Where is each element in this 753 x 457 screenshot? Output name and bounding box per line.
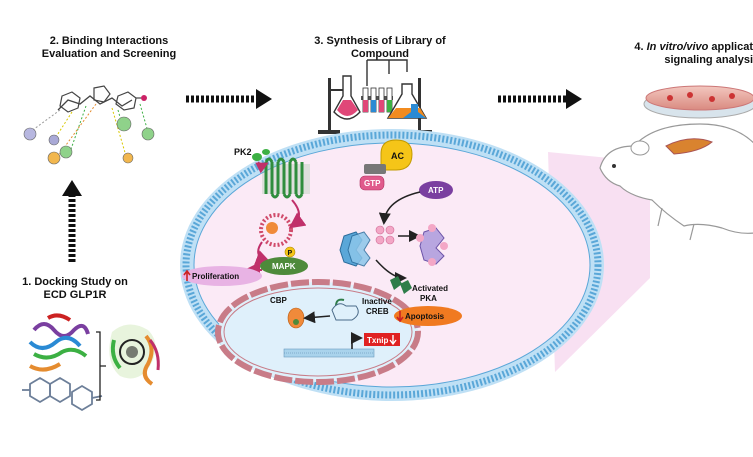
- mapk-oval: [260, 257, 308, 275]
- pka-release-arrow: [375, 259, 407, 284]
- step-4-italic: In vitro/vivo: [646, 41, 709, 53]
- increase-arrow-icon: [183, 269, 191, 281]
- proliferation-oval: [182, 266, 262, 286]
- phospho-creb-circle: [293, 319, 299, 325]
- step-3-title-line1: 3. Synthesis of Library of: [314, 35, 446, 47]
- txnip-down-arrow-icon: [389, 335, 397, 346]
- phosphate-label: P: [288, 250, 293, 257]
- flow-arrow-synthesis-to-invitro: [498, 89, 582, 109]
- flow-arrow-binding-to-synthesis: [186, 89, 272, 109]
- step-4-title-line1: 4. In vitro/vivo applicat: [605, 41, 753, 54]
- camp-cluster: [375, 225, 395, 245]
- txnip-box: [364, 333, 400, 346]
- gtp-protein: [359, 175, 385, 191]
- activated-pka-label-line2: PKA: [420, 294, 437, 303]
- dna-strand: [283, 348, 375, 358]
- atp-label: ATP: [428, 186, 444, 195]
- ligand-binding-arrow: [255, 161, 269, 174]
- step-1-title: 1. Docking Study on ECD GLP1R: [0, 276, 150, 302]
- transcription-start-arrow: [351, 332, 363, 349]
- gtp-label: GTP: [364, 179, 381, 188]
- lab-glassware-illustration: [318, 59, 432, 134]
- atp-to-camp-arrow: [378, 191, 421, 225]
- step-2-title-line2: Evaluation and Screening: [41, 48, 177, 61]
- docking-protein-ribbon-image: [28, 313, 90, 372]
- step-1-title-line2: ECD GLP1R: [43, 289, 107, 302]
- step-4-rest: applicat: [708, 41, 753, 53]
- inactive-creb-label-line2: CREB: [366, 307, 389, 316]
- pka-inactive: [339, 231, 371, 267]
- phosphate-circle: [284, 246, 296, 258]
- activated-pka-label-line1: Activated: [412, 284, 448, 293]
- step-2-title: 2. Binding Interactions Evaluation and S…: [14, 35, 204, 61]
- flow-arrow-docking-to-binding: [62, 180, 82, 262]
- docking-complex-image: [109, 324, 160, 386]
- decrease-arrow-icon: [396, 311, 404, 323]
- molecule-interaction-diagram: [23, 85, 155, 165]
- gpcr-receptor: [262, 157, 310, 199]
- step-3-title-line2: Compound: [350, 48, 410, 61]
- activated-pka: [390, 276, 412, 294]
- mapk-label: MAPK: [272, 262, 296, 271]
- step-2-title-line1: 2. Binding Interactions: [49, 35, 169, 47]
- mouse-illustration: [599, 123, 753, 241]
- pk2-label: PK2: [234, 147, 252, 157]
- adenylyl-cyclase: [364, 139, 413, 174]
- atp-oval: [419, 181, 453, 199]
- docking-bracket: [96, 331, 106, 401]
- ac-label: AC: [391, 151, 404, 161]
- apoptosis-oval: [394, 306, 462, 326]
- petri-dish-illustration: [643, 85, 753, 119]
- pk2-ligand: [252, 149, 270, 161]
- creb-inactive: [331, 303, 359, 321]
- txnip-label: Txnip: [367, 336, 388, 345]
- endocytic-vesicle: [259, 213, 293, 247]
- creb-phosphorylation-arrow: [303, 311, 331, 324]
- step-4-prefix: 4.: [634, 41, 647, 53]
- step-4-title: 4. In vitro/vivo applicat signaling anal…: [605, 41, 753, 67]
- pka-camp-complex: [416, 224, 448, 266]
- internalization-arrow: [288, 199, 307, 229]
- apoptosis-label: Apoptosis: [405, 312, 445, 321]
- inactive-creb-label-line1: Inactive: [362, 297, 392, 306]
- step-1-title-line1: 1. Docking Study on: [22, 276, 128, 288]
- step-3-title: 3. Synthesis of Library of Compound: [290, 35, 470, 61]
- cbp-label: CBP: [270, 296, 288, 305]
- step-4-title-line2: signaling analysi: [664, 54, 753, 67]
- docking-molecule-stick-image: [22, 376, 103, 412]
- proliferation-label: Proliferation: [192, 272, 239, 281]
